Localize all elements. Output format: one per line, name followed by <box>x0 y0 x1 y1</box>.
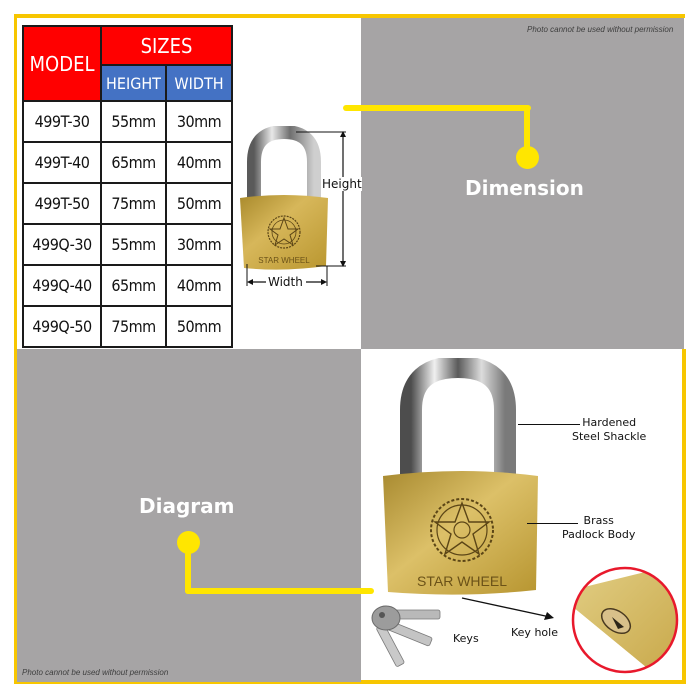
frame-top-border <box>14 14 685 18</box>
header-sizes: SIZES <box>100 24 233 67</box>
keys-icon <box>371 605 441 667</box>
dimension-panel <box>361 18 684 349</box>
height-cell: 75mm <box>100 305 167 348</box>
height-cell: 65mm <box>100 141 167 184</box>
svg-text:STAR WHEEL: STAR WHEEL <box>258 256 310 265</box>
svg-text:STAR WHEEL: STAR WHEEL <box>417 573 507 589</box>
width-cell: 40mm <box>165 141 233 184</box>
diagram-panel <box>17 349 361 682</box>
model-cell: 499T-50 <box>22 182 102 225</box>
width-cell: 30mm <box>165 223 233 266</box>
frame-left-border <box>14 14 17 684</box>
watermark-bottom: Photo cannot be used without permission <box>22 668 169 677</box>
keys-label: Keys <box>453 632 479 645</box>
header-height: HEIGHT <box>100 64 167 102</box>
dimension-connector-vertical <box>524 105 530 157</box>
body-callout-line2: Padlock Body <box>562 528 636 541</box>
table-row: 499T-50 75mm 50mm <box>22 182 233 225</box>
model-cell: 499Q-50 <box>22 305 102 348</box>
model-cell: 499Q-40 <box>22 264 102 307</box>
padlock-diagram-icon: STAR WHEEL <box>383 358 538 595</box>
table-row: 499T-40 65mm 40mm <box>22 141 233 184</box>
diagram-connector-vertical <box>185 540 191 594</box>
height-cell: 55mm <box>100 100 167 143</box>
shackle-leader-line <box>518 424 580 425</box>
header-model: MODEL <box>22 25 102 102</box>
height-cell: 55mm <box>100 223 167 266</box>
table-row: 499Q-30 55mm 30mm <box>22 223 233 266</box>
dimension-connector-horizontal <box>343 105 531 111</box>
padlock-dimension-icon: STAR WHEEL <box>240 126 346 286</box>
width-cell: 50mm <box>165 305 233 348</box>
table-row: 499Q-40 65mm 40mm <box>22 264 233 307</box>
model-cell: 499T-30 <box>22 100 102 143</box>
shackle-callout: Hardened Steel Shackle <box>572 416 646 444</box>
body-leader-line <box>527 523 578 524</box>
dimension-connector-dot <box>516 146 539 169</box>
height-cell: 65mm <box>100 264 167 307</box>
model-cell: 499T-40 <box>22 141 102 184</box>
dimension-title: Dimension <box>465 176 584 200</box>
shackle-callout-line1: Hardened <box>582 416 637 429</box>
body-callout: Brass Padlock Body <box>562 514 635 542</box>
height-cell: 75mm <box>100 182 167 225</box>
keyhole-closeup-icon <box>571 566 679 674</box>
keyhole-label: Key hole <box>511 626 558 639</box>
width-cell: 30mm <box>165 100 233 143</box>
frame-right-border <box>682 349 686 684</box>
table-row: 499T-30 55mm 30mm <box>22 100 233 143</box>
header-width: WIDTH <box>165 64 233 102</box>
watermark-top: Photo cannot be used without permission <box>527 25 674 34</box>
size-table: MODEL SIZES HEIGHT WIDTH 499T-30 55mm 30… <box>22 24 233 348</box>
width-cell: 40mm <box>165 264 233 307</box>
table-row: 499Q-50 75mm 50mm <box>22 305 233 348</box>
body-callout-line1: Brass <box>583 514 614 527</box>
shackle-callout-line2: Steel Shackle <box>572 430 647 443</box>
width-label: Width <box>268 275 303 289</box>
width-cell: 50mm <box>165 182 233 225</box>
model-cell: 499Q-30 <box>22 223 102 266</box>
frame-bottom-border <box>14 680 685 684</box>
diagram-title: Diagram <box>139 494 235 518</box>
diagram-connector-horizontal <box>185 588 374 594</box>
height-label: Height <box>322 177 362 191</box>
keyhole-arrow-icon <box>461 597 554 620</box>
